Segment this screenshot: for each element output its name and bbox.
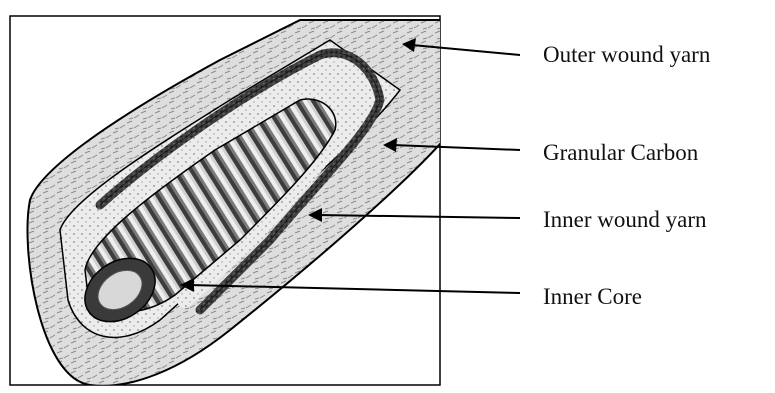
label-inner-wound-yarn: Inner wound yarn xyxy=(543,208,707,231)
label-granular-carbon: Granular Carbon xyxy=(543,141,698,164)
label-outer-wound-yarn: Outer wound yarn xyxy=(543,43,710,66)
label-inner-core: Inner Core xyxy=(543,285,642,308)
